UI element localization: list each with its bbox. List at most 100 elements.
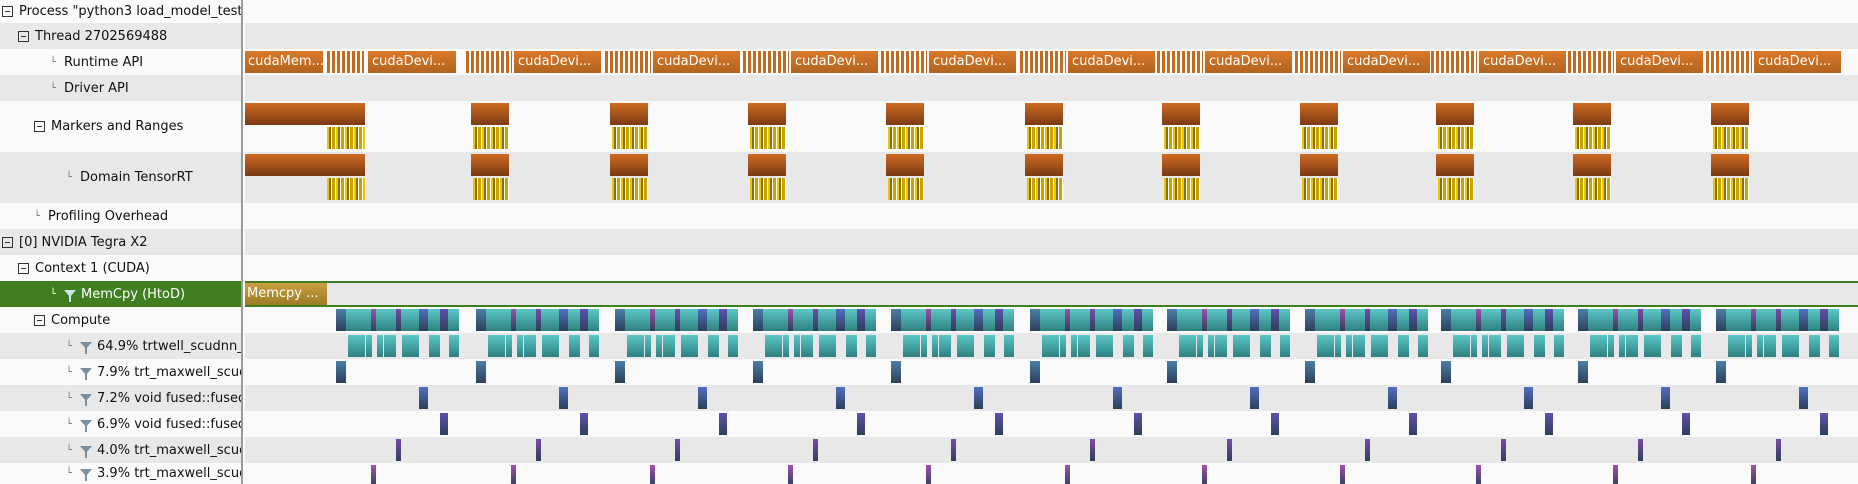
compute-aggregate-kernel[interactable]: [1113, 309, 1122, 331]
kernel-trtwell-scudnn[interactable]: [1208, 335, 1214, 357]
tree-row[interactable]: [0] NVIDIA Tegra X2: [0, 229, 241, 255]
nvtx-range[interactable]: [1573, 154, 1611, 176]
kernel-trtwell-scudnn[interactable]: [524, 335, 536, 357]
kernel-trt-maxwell-scudnn-b[interactable]: [813, 439, 818, 461]
compute-aggregate-kernel[interactable]: [1388, 309, 1397, 331]
kernel-trtwell-scudnn[interactable]: [984, 335, 995, 357]
kernel-trtwell-scudnn[interactable]: [728, 335, 738, 357]
compute-aggregate-kernel[interactable]: [559, 309, 568, 331]
nvtx-range-group[interactable]: [888, 178, 924, 200]
runtime-api-block[interactable]: cudaDevi...: [368, 51, 456, 73]
compute-aggregate-kernel[interactable]: [1090, 309, 1095, 331]
kernel-trtwell-scudnn[interactable]: [1353, 335, 1365, 357]
compute-aggregate-kernel[interactable]: [1250, 309, 1259, 331]
compute-aggregate-kernel[interactable]: [836, 309, 845, 331]
collapse-icon[interactable]: [2, 6, 13, 17]
tree-row[interactable]: └64.9% trtwell_scudnn_wi...: [0, 333, 241, 359]
kernel-trt-maxwell-scudnn-a[interactable]: [753, 361, 763, 383]
compute-aggregate-kernel[interactable]: [1799, 309, 1808, 331]
nvtx-range-group[interactable]: [750, 178, 786, 200]
kernel-trtwell-scudnn[interactable]: [801, 335, 813, 357]
kernel-trtwell-scudnn[interactable]: [1782, 335, 1799, 357]
kernel-trtwell-scudnn[interactable]: [1534, 335, 1545, 357]
runtime-api-calls[interactable]: [466, 51, 512, 73]
kernel-trt-maxwell-scudnn-c[interactable]: [1476, 465, 1481, 484]
kernel-fused-conv-a[interactable]: [974, 387, 983, 409]
nvtx-range-group[interactable]: [1164, 178, 1200, 200]
kernel-fused-conv-b[interactable]: [719, 413, 727, 435]
kernel-trtwell-scudnn[interactable]: [1644, 335, 1661, 357]
nvtx-range-group[interactable]: [1302, 178, 1338, 200]
tree-row[interactable]: Compute: [0, 307, 241, 333]
kernel-trt-maxwell-scudnn-b[interactable]: [1776, 439, 1781, 461]
kernel-trtwell-scudnn[interactable]: [1764, 335, 1776, 357]
compute-aggregate-kernel[interactable]: [1202, 309, 1207, 331]
nvtx-range-group[interactable]: [1438, 127, 1474, 149]
compute-aggregate-kernel[interactable]: [1578, 309, 1588, 331]
kernel-trtwell-scudnn[interactable]: [794, 335, 800, 357]
kernel-trtwell-scudnn[interactable]: [1809, 335, 1820, 357]
kernel-trt-maxwell-scudnn-a[interactable]: [336, 361, 346, 383]
collapse-icon[interactable]: [2, 236, 13, 248]
runtime-api-block[interactable]: cudaDevi...: [1343, 51, 1430, 73]
compute-aggregate-kernel[interactable]: [1501, 309, 1506, 331]
nvtx-range-group[interactable]: [1164, 127, 1200, 149]
nvtx-range-group[interactable]: [1027, 178, 1063, 200]
compute-aggregate-kernel[interactable]: [675, 309, 680, 331]
kernel-trtwell-scudnn[interactable]: [921, 335, 927, 357]
kernel-trtwell-scudnn[interactable]: [1371, 335, 1388, 357]
nvtx-range[interactable]: [1162, 154, 1200, 176]
kernel-trtwell-scudnn[interactable]: [517, 335, 523, 357]
nvtx-range-group[interactable]: [750, 127, 786, 149]
runtime-api-calls[interactable]: [1568, 51, 1614, 73]
nvtx-range[interactable]: [471, 103, 509, 125]
kernel-trtwell-scudnn[interactable]: [1197, 335, 1203, 357]
nvtx-range[interactable]: [610, 154, 648, 176]
kernel-trt-maxwell-scudnn-b[interactable]: [1501, 439, 1506, 461]
compute-aggregate-kernel[interactable]: [371, 309, 376, 331]
nvtx-range[interactable]: [245, 154, 365, 176]
compute-aggregate-kernel[interactable]: [1441, 309, 1451, 331]
kernel-trtwell-scudnn[interactable]: [846, 335, 857, 357]
runtime-api-calls[interactable]: [1706, 51, 1752, 73]
kernel-trt-maxwell-scudnn-a[interactable]: [891, 361, 901, 383]
nvtx-range[interactable]: [886, 103, 924, 125]
compute-aggregate-kernel[interactable]: [511, 309, 516, 331]
kernel-trtwell-scudnn[interactable]: [402, 335, 419, 357]
kernel-trtwell-scudnn[interactable]: [663, 335, 675, 357]
kernel-trtwell-scudnn[interactable]: [366, 335, 372, 357]
kernel-trtwell-scudnn[interactable]: [1346, 335, 1352, 357]
kernel-trtwell-scudnn[interactable]: [1619, 335, 1625, 357]
kernel-trt-maxwell-scudnn-a[interactable]: [1030, 361, 1040, 383]
kernel-trt-maxwell-scudnn-c[interactable]: [650, 465, 655, 484]
kernel-trt-maxwell-scudnn-b[interactable]: [951, 439, 956, 461]
runtime-api-block[interactable]: cudaDevi...: [1205, 51, 1292, 73]
nvtx-range-group[interactable]: [473, 178, 509, 200]
kernel-trtwell-scudnn[interactable]: [681, 335, 698, 357]
kernel-trtwell-scudnn[interactable]: [1489, 335, 1501, 357]
kernel-trt-maxwell-scudnn-c[interactable]: [371, 465, 376, 484]
nvtx-range-group[interactable]: [1575, 127, 1611, 149]
compute-aggregate-kernel[interactable]: [1776, 309, 1781, 331]
nvtx-range[interactable]: [610, 103, 648, 125]
tree-row[interactable]: └3.9% trt_maxwell_scudn...: [0, 463, 241, 484]
tree-row[interactable]: └7.9% trt_maxwell_scudn...: [0, 359, 241, 385]
nvtx-range-group[interactable]: [888, 127, 924, 149]
nvtx-range-group[interactable]: [473, 127, 509, 149]
kernel-trtwell-scudnn[interactable]: [542, 335, 559, 357]
compute-aggregate-kernel[interactable]: [753, 309, 763, 331]
kernel-trtwell-scudnn[interactable]: [1233, 335, 1250, 357]
runtime-api-calls[interactable]: [881, 51, 927, 73]
compute-aggregate-kernel[interactable]: [336, 309, 346, 331]
kernel-trt-maxwell-scudnn-a[interactable]: [1578, 361, 1588, 383]
compute-aggregate-kernel[interactable]: [719, 309, 727, 331]
kernel-trt-maxwell-scudnn-a[interactable]: [1441, 361, 1451, 383]
kernel-trtwell-scudnn[interactable]: [1096, 335, 1113, 357]
collapse-icon[interactable]: [34, 121, 45, 132]
kernel-trtwell-scudnn[interactable]: [1829, 335, 1839, 357]
kernel-fused-conv-a[interactable]: [419, 387, 428, 409]
kernel-fused-conv-a[interactable]: [1524, 387, 1533, 409]
compute-aggregate-kernel[interactable]: [440, 309, 448, 331]
tree-row[interactable]: └Domain TensorRT: [0, 152, 241, 203]
runtime-api-block[interactable]: cudaDevi...: [791, 51, 878, 73]
